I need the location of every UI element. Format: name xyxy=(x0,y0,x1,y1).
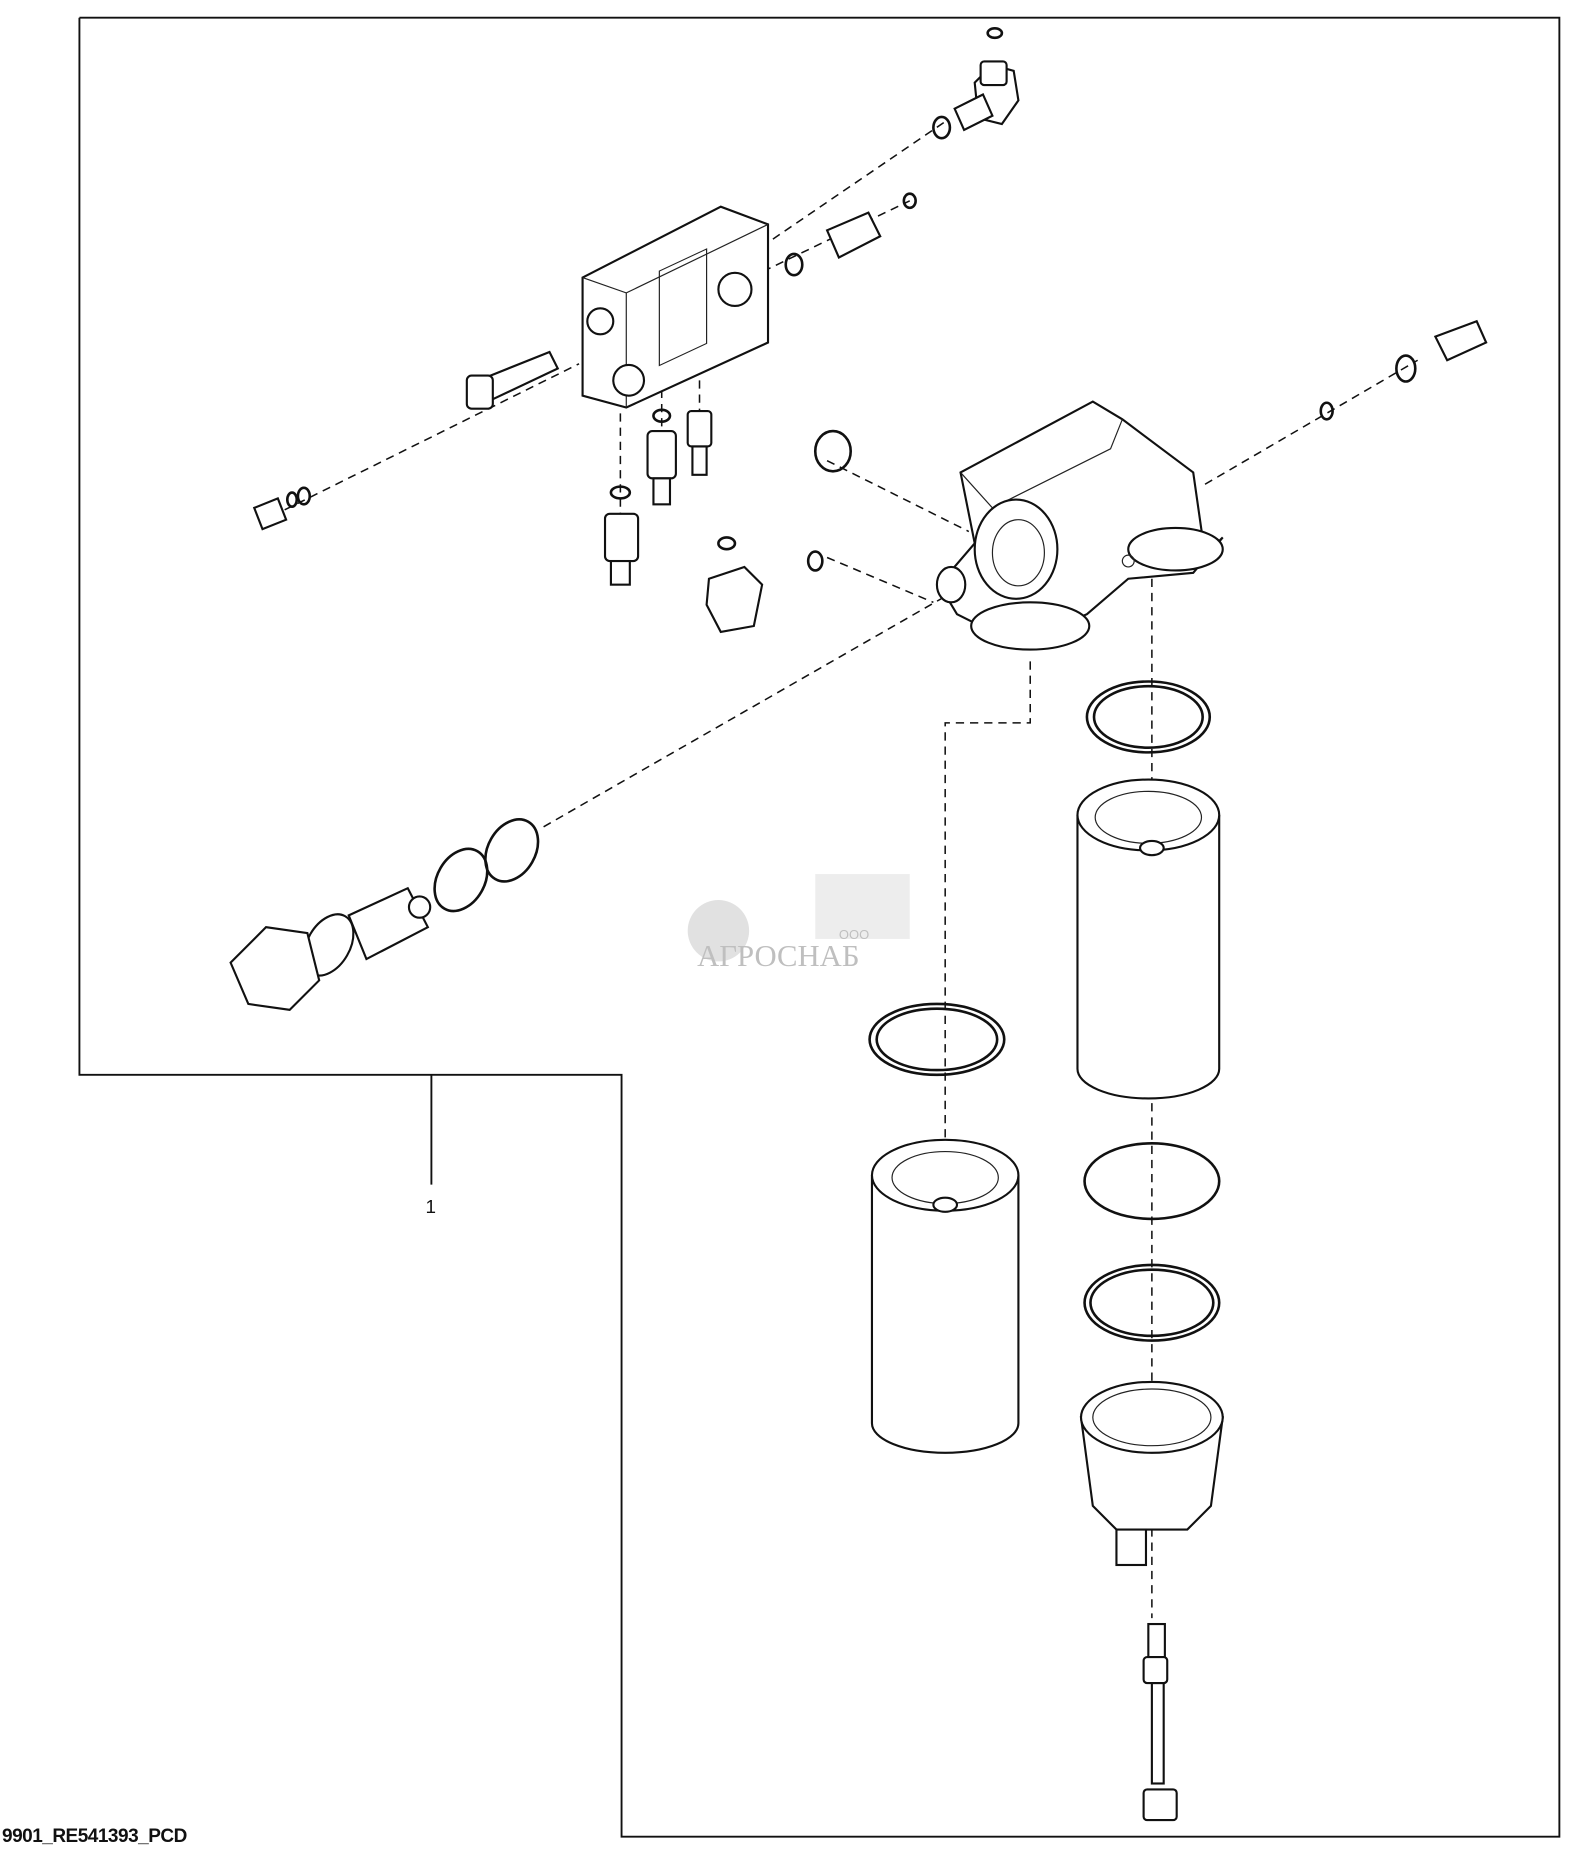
drawing-id-label: 9901_RE541393_PCD xyxy=(2,1826,187,1847)
svg-text:АГРОСНАБ: АГРОСНАБ xyxy=(697,939,859,973)
sensors xyxy=(603,408,713,586)
svg-text:ООО: ООО xyxy=(839,927,869,942)
right-fitting xyxy=(1319,319,1488,421)
callout-label[interactable]: 1 xyxy=(425,1197,436,1218)
water-separator-bowl xyxy=(1079,1142,1224,1567)
assembly-boundary xyxy=(78,16,1561,1838)
pipe-fitting-left xyxy=(252,350,560,531)
mounting-plate xyxy=(581,205,770,409)
elbow-fitting-top xyxy=(932,27,1020,140)
water-sensor-cable xyxy=(1142,1622,1178,1822)
primary-filter-element xyxy=(1076,680,1221,1100)
elbow-fitting-bottom xyxy=(705,536,824,634)
filter-head xyxy=(813,400,1224,651)
secondary-filter-element xyxy=(868,1002,1020,1454)
assembly-lines xyxy=(271,121,1419,1619)
straight-fitting xyxy=(784,192,917,277)
watermark-logo: ООО АГРОСНАБ xyxy=(687,874,910,973)
priming-pump xyxy=(229,818,540,1011)
